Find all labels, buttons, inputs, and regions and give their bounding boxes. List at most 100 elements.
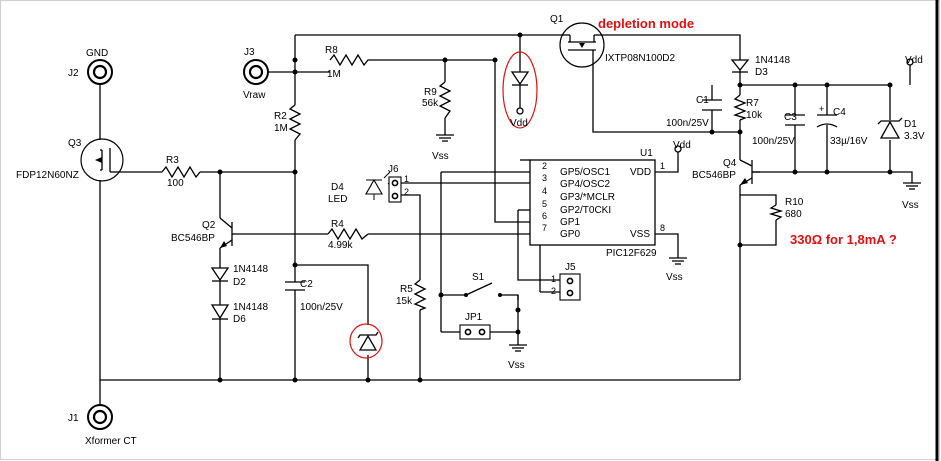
label-r9-value: 56k bbox=[422, 98, 439, 109]
label-r9: R9 bbox=[424, 87, 437, 98]
resistor-r9 bbox=[438, 81, 452, 119]
pin-3: 3 bbox=[542, 173, 547, 183]
jack-j3 bbox=[243, 59, 269, 85]
label-r10: R10 bbox=[785, 197, 804, 208]
label-c3: C3 bbox=[784, 112, 797, 123]
mosfet-q3 bbox=[80, 138, 124, 182]
label-r5-value: 15k bbox=[396, 296, 413, 307]
pin-5: 5 bbox=[542, 199, 547, 209]
label-d3-part: 1N4148 bbox=[755, 55, 790, 66]
label-vdd-right: Vdd bbox=[905, 55, 923, 66]
label-vss-r9: Vss bbox=[432, 151, 449, 162]
label-vraw: Vraw bbox=[243, 90, 266, 101]
j6-pin-1: 1 bbox=[404, 174, 409, 184]
label-pin-vdd: VDD bbox=[630, 167, 651, 178]
jack-j1 bbox=[87, 404, 113, 430]
label-j3: J3 bbox=[244, 47, 255, 58]
ground-right bbox=[903, 182, 921, 190]
j6-pin-2: 2 bbox=[404, 187, 409, 197]
ground-u1 bbox=[669, 257, 687, 265]
label-u1: U1 bbox=[640, 148, 653, 159]
label-j1: J1 bbox=[68, 413, 79, 424]
resistor-r10 bbox=[768, 204, 784, 221]
capacitor-c2 bbox=[285, 281, 305, 310]
label-led: LED bbox=[328, 194, 347, 205]
jack-j2 bbox=[87, 59, 113, 85]
label-j6: J6 bbox=[388, 164, 399, 175]
switch-s1 bbox=[464, 282, 502, 297]
pin-1: 1 bbox=[660, 161, 665, 171]
capacitor-c3 bbox=[785, 114, 805, 126]
capacitor-c1 bbox=[702, 99, 722, 111]
label-r4: R4 bbox=[331, 219, 344, 230]
zener-d1 bbox=[877, 117, 903, 139]
label-q4-part: BC546BP bbox=[692, 170, 736, 181]
pin-6: 6 bbox=[542, 211, 547, 221]
label-d4: D4 bbox=[331, 182, 344, 193]
label-r3: R3 bbox=[166, 155, 179, 166]
j5-pin-1: 1 bbox=[551, 274, 556, 284]
label-c1: C1 bbox=[696, 95, 709, 106]
diode-d3 bbox=[730, 59, 750, 75]
label-c2: C2 bbox=[300, 279, 313, 290]
label-pin-gp1: GP1 bbox=[560, 217, 580, 228]
diode-d6 bbox=[210, 304, 230, 325]
label-pin-gp5: GP5/OSC1 bbox=[560, 167, 610, 178]
label-gnd: GND bbox=[86, 48, 108, 59]
ground-jp1 bbox=[509, 344, 527, 352]
label-pin-gp2: GP2/T0CKI bbox=[560, 205, 611, 216]
label-j5: J5 bbox=[565, 262, 576, 273]
label-r2: R2 bbox=[274, 111, 287, 122]
label-q2-part: BC546BP bbox=[171, 233, 215, 244]
pin-7: 7 bbox=[542, 223, 547, 233]
label-r2-value: 1M bbox=[274, 123, 288, 134]
jumper-jp1 bbox=[459, 324, 491, 340]
label-vss-right: Vss bbox=[902, 200, 919, 211]
label-r5: R5 bbox=[400, 284, 413, 295]
label-q3: Q3 bbox=[68, 138, 82, 149]
diode-d2 bbox=[210, 267, 230, 290]
label-r8-value: 1M bbox=[327, 69, 341, 80]
mosfet-q1 bbox=[559, 22, 605, 68]
label-r3-value: 100 bbox=[167, 178, 184, 189]
junction-dots bbox=[217, 32, 893, 383]
ic-u1 bbox=[520, 159, 656, 246]
svg-text:+: + bbox=[819, 104, 824, 114]
label-vss-jp1: Vss bbox=[508, 360, 525, 371]
ground-r9 bbox=[436, 134, 454, 142]
pin-4: 4 bbox=[542, 186, 547, 196]
label-u1-part: PIC12F629 bbox=[606, 248, 657, 259]
label-pin-gp3: GP3/*MCLR bbox=[560, 192, 615, 203]
label-r4-value: 4.99k bbox=[328, 240, 353, 251]
transistor-q4 bbox=[739, 159, 760, 186]
resistor-r8 bbox=[329, 53, 372, 67]
resistor-r3 bbox=[161, 165, 201, 179]
resistor-r2 bbox=[288, 104, 302, 141]
header-j5 bbox=[559, 273, 581, 301]
label-c1-value: 100n/25V bbox=[666, 118, 709, 129]
label-c3-value: 100n/25V bbox=[752, 136, 795, 147]
label-q1-part: IXTP08N100D2 bbox=[605, 53, 675, 64]
label-j2: J2 bbox=[68, 68, 79, 79]
label-d2: D2 bbox=[233, 277, 246, 288]
label-jp1: JP1 bbox=[465, 312, 483, 323]
vdd-flag-right bbox=[906, 58, 914, 66]
label-d2-part: 1N4148 bbox=[233, 264, 268, 275]
header-j6 bbox=[388, 176, 402, 203]
label-r10-value: 680 bbox=[785, 209, 802, 220]
label-s1: S1 bbox=[472, 272, 485, 283]
label-r7: R7 bbox=[746, 98, 759, 109]
label-c4-value: 33µ/16V bbox=[830, 136, 868, 147]
label-c2-value: 100n/25V bbox=[300, 302, 343, 313]
added-diode-vdd bbox=[502, 51, 538, 129]
label-annotation-330: 330Ω for 1,8mA ? bbox=[790, 232, 897, 247]
pin-8: 8 bbox=[660, 223, 665, 233]
resistor-r4 bbox=[327, 227, 369, 241]
label-d1-value: 3.3V bbox=[904, 131, 925, 142]
label-d6: D6 bbox=[233, 314, 246, 325]
label-q1: Q1 bbox=[550, 14, 564, 25]
label-vdd-u1: Vdd bbox=[673, 140, 691, 151]
vdd-flag-u1 bbox=[674, 145, 682, 153]
